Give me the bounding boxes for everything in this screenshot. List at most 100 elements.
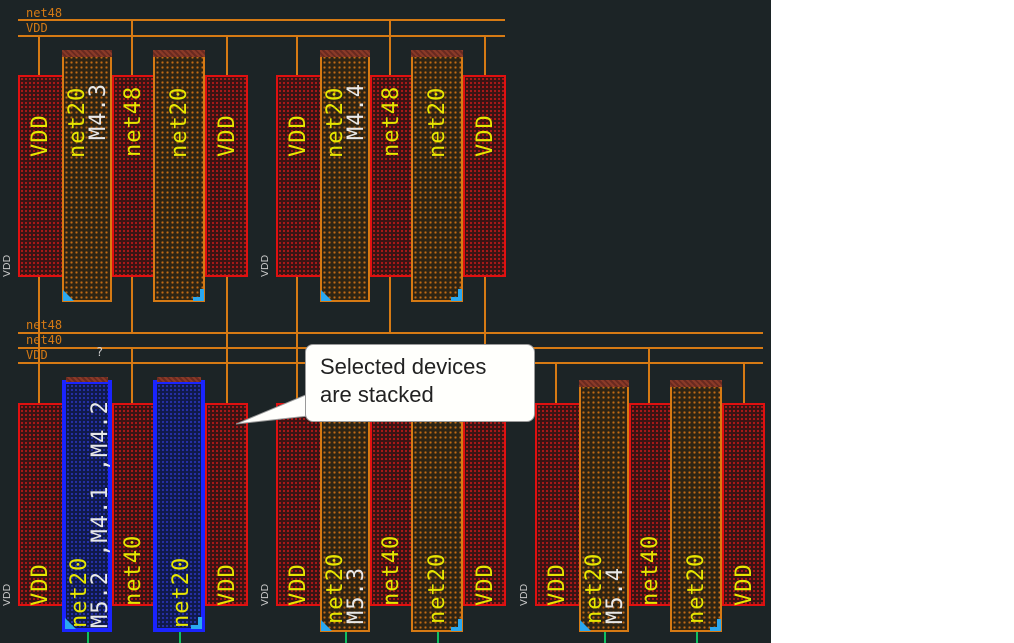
strap-wire[interactable] <box>389 277 391 332</box>
callout-tail <box>236 393 309 425</box>
strap-wire[interactable] <box>296 364 298 403</box>
net-label: net20 <box>425 552 450 624</box>
pin-marker-icon <box>321 620 332 631</box>
strap-wire[interactable] <box>555 364 557 403</box>
side-net-label: VDD <box>2 254 13 277</box>
gate-poly[interactable]: net20 <box>153 377 205 632</box>
net-label: net20 <box>684 552 709 624</box>
net-label: net20 <box>167 86 192 158</box>
diffusion-vdd[interactable]: VDD <box>276 403 322 606</box>
terminal-wire[interactable] <box>179 632 181 643</box>
diffusion-vdd[interactable]: VDD <box>205 403 248 606</box>
strap-wire[interactable] <box>648 349 650 403</box>
bus-label: net40 <box>26 333 63 347</box>
callout-bubble: Selected devices are stacked <box>305 344 535 422</box>
net-label: VDD <box>28 563 53 606</box>
net-label: VDD <box>214 114 240 157</box>
bus-label: VDD <box>26 21 48 35</box>
strap-wire[interactable] <box>484 37 486 75</box>
diffusion-vdd[interactable]: VDD <box>722 403 765 606</box>
net-label: net40 <box>120 534 146 606</box>
side-net-label: VDD <box>2 583 13 606</box>
pin-marker-icon <box>193 289 204 301</box>
terminal-wire[interactable] <box>87 632 89 643</box>
bus-net48-bottom[interactable] <box>18 332 763 334</box>
gate-poly[interactable]: net20 <box>411 50 463 302</box>
instance-label: M5.4 <box>603 567 628 624</box>
gate-poly[interactable]: net20 <box>153 50 205 302</box>
net-label: net48 <box>378 85 404 157</box>
gate-cap <box>670 380 722 387</box>
bus-net48-top[interactable] <box>18 19 505 21</box>
bus-label: VDD <box>26 348 48 362</box>
gate-cap <box>157 377 201 382</box>
net-label: net20 <box>169 556 194 628</box>
pin-marker-icon <box>580 620 591 631</box>
diffusion-net40[interactable]: net40 <box>112 403 155 606</box>
diffusion-net40[interactable]: net40 <box>629 403 672 606</box>
diffusion-vdd[interactable]: VDD <box>535 403 581 606</box>
diffusion-vdd[interactable]: VDD <box>463 75 506 277</box>
strap-wire[interactable] <box>131 349 133 403</box>
strap-wire[interactable] <box>389 21 391 75</box>
callout-line-2: are stacked <box>320 382 434 407</box>
pin-marker-icon <box>321 290 332 301</box>
gate-cap <box>579 380 629 387</box>
instance-label: M4.3 <box>86 83 111 140</box>
strap-wire[interactable] <box>226 277 228 364</box>
diffusion-net40[interactable]: net40 <box>370 403 413 606</box>
instance-label: M4.4 <box>344 83 369 140</box>
net-label: VDD <box>545 563 570 606</box>
net-label: net40 <box>637 534 663 606</box>
pin-marker-icon <box>451 289 462 301</box>
net-label: VDD <box>28 114 53 157</box>
strap-wire[interactable] <box>38 37 40 75</box>
bus-vdd-top[interactable] <box>18 35 505 37</box>
pin-marker-icon <box>63 290 74 301</box>
net-label: VDD <box>472 114 498 157</box>
diffusion-vdd[interactable]: VDD <box>205 75 248 277</box>
pin-marker-icon <box>65 618 76 629</box>
strap-wire[interactable] <box>296 37 298 75</box>
strap-wire[interactable] <box>296 277 298 364</box>
net-label: VDD <box>731 563 757 606</box>
diffusion-vdd[interactable]: VDD <box>276 75 322 277</box>
pin-marker-icon <box>191 617 202 629</box>
net-label: net48 <box>120 85 146 157</box>
strap-wire[interactable] <box>38 364 40 403</box>
strap-wire[interactable] <box>743 364 745 403</box>
diffusion-net48[interactable]: net48 <box>112 75 155 277</box>
strap-wire[interactable] <box>131 277 133 332</box>
gate-cap <box>62 50 112 57</box>
pin-marker-icon <box>710 619 721 631</box>
pin-marker-icon <box>451 619 462 631</box>
diffusion-vdd[interactable]: VDD <box>18 403 64 606</box>
terminal-wire[interactable] <box>696 632 698 643</box>
strap-wire[interactable] <box>484 277 486 364</box>
terminal-wire[interactable] <box>345 632 347 643</box>
instance-label: M5.2 ,M4.1 ,M4.2 <box>88 400 113 628</box>
diffusion-vdd[interactable]: VDD <box>463 403 506 606</box>
terminal-wire[interactable] <box>604 632 606 643</box>
side-net-label: VDD <box>260 583 271 606</box>
net-label: VDD <box>472 563 498 606</box>
gate-poly[interactable]: net20 <box>411 380 463 632</box>
strap-wire[interactable] <box>38 277 40 364</box>
diffusion-net48[interactable]: net48 <box>370 75 413 277</box>
strap-wire[interactable] <box>131 21 133 75</box>
terminal-wire[interactable] <box>437 632 439 643</box>
gate-poly[interactable]: net20 <box>670 380 722 632</box>
net-label: VDD <box>286 563 311 606</box>
net-label: VDD <box>286 114 311 157</box>
callout-line-1: Selected devices <box>320 354 487 379</box>
diffusion-vdd[interactable]: VDD <box>18 75 64 277</box>
gate-cap <box>66 377 108 382</box>
strap-wire[interactable] <box>226 37 228 75</box>
strap-wire[interactable] <box>226 364 228 403</box>
